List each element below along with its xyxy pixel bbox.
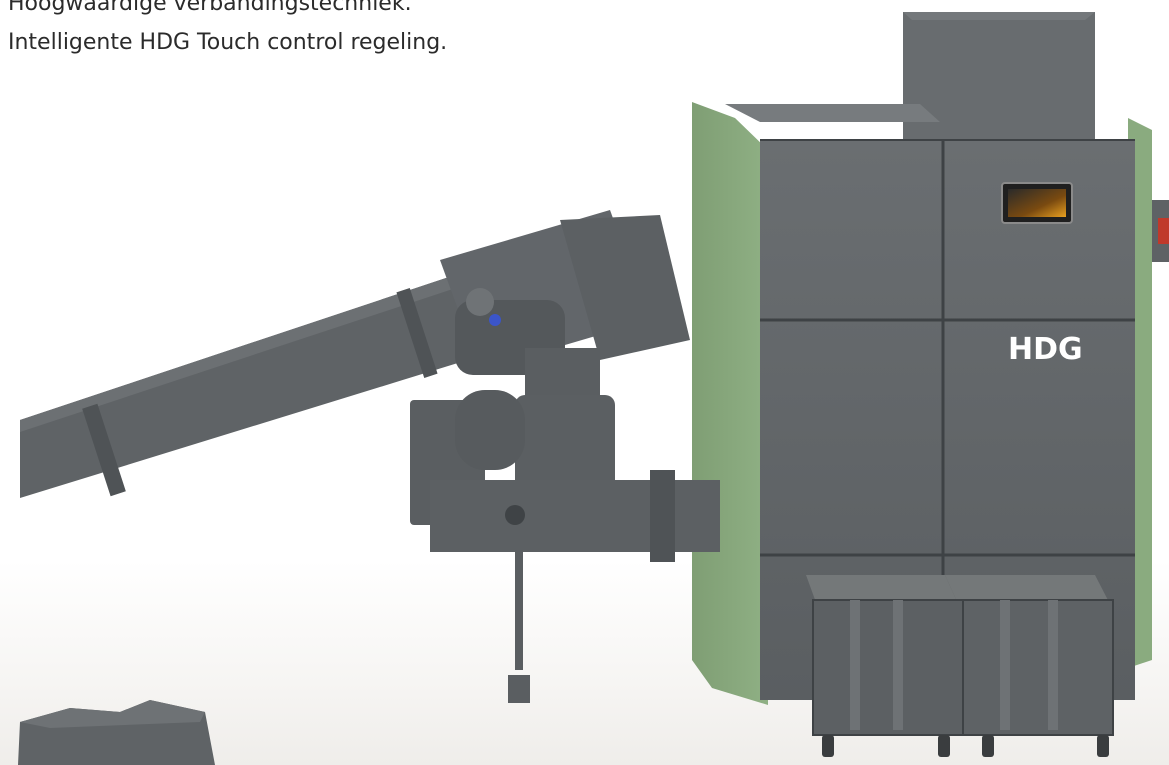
feature-text-connection-technique: Hoogwaardige verbandingstechniek. (8, 0, 412, 16)
feed-pipe (430, 480, 720, 552)
conveyor-tube (20, 270, 500, 498)
ash-containers (806, 575, 1114, 757)
caster-wheels (822, 735, 1109, 757)
partial-component (18, 700, 215, 765)
boiler-unit: HDG (692, 12, 1169, 705)
green-side-panel-left (692, 102, 768, 705)
feature-text-touch-control: Intelligente HDG Touch control regeling. (8, 30, 448, 55)
boiler-top-box (903, 12, 1095, 140)
rotary-valve (515, 395, 615, 505)
hdg-logo: HDG (1008, 332, 1083, 367)
feed-screw-conveyor (20, 210, 690, 498)
rotary-valve-assembly (410, 348, 720, 703)
